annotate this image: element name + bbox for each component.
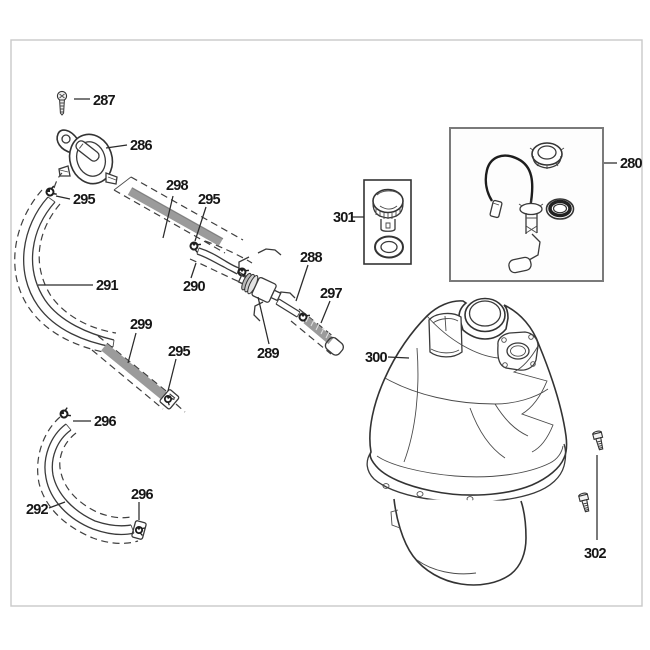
curved-hose-291	[14, 172, 117, 355]
part-label-296-b: 296	[131, 487, 154, 503]
leader-289	[257, 296, 270, 345]
part-label-289: 289	[257, 346, 280, 362]
leader-295-d	[167, 358, 177, 392]
leader-292	[48, 501, 66, 509]
hose-288	[275, 298, 301, 318]
leader-295-b	[194, 206, 207, 242]
fuel-filter-289	[237, 272, 282, 303]
leader-288	[295, 264, 309, 302]
fuel-valve-286	[56, 129, 118, 185]
leader-297	[320, 300, 331, 324]
part-label-295-b: 295	[198, 192, 221, 208]
part-label-298: 298	[166, 178, 189, 194]
part-label-299: 299	[130, 317, 153, 333]
leader-298	[162, 195, 174, 239]
leader-286	[105, 144, 128, 149]
tank-sender-flange	[497, 331, 539, 371]
part-label-287: 287	[93, 93, 116, 109]
screw-287	[56, 90, 68, 116]
part-label-296-a: 296	[94, 414, 117, 430]
clamp-295-b	[187, 239, 202, 254]
part-label-292: 292	[26, 502, 49, 518]
bolt-302-a	[591, 429, 606, 451]
leader-299	[127, 332, 137, 364]
fuel-cap-box-301	[363, 179, 412, 265]
sender-lock-ring	[545, 198, 575, 220]
part-label-297: 297	[320, 286, 343, 302]
fuel-tank-300	[366, 297, 568, 586]
clamp-296-a	[57, 406, 72, 421]
fuel-cap-301	[372, 188, 404, 259]
part-label-286: 286	[130, 138, 153, 154]
clamp-295-a	[44, 184, 58, 199]
part-label-288: 288	[300, 250, 323, 266]
part-label-302: 302	[584, 546, 607, 562]
leader-295-a	[55, 195, 71, 200]
part-label-291: 291	[96, 278, 119, 294]
sender-cap	[529, 142, 565, 169]
sender-unit	[508, 200, 544, 274]
part-label-300: 300	[365, 350, 388, 366]
part-label-290: 290	[183, 279, 206, 295]
shielded-hose-298	[113, 176, 244, 254]
fuel-sender-box-280	[449, 127, 604, 282]
part-label-295-a: 295	[73, 192, 96, 208]
diagram-frame	[10, 39, 643, 607]
sender-wire	[484, 154, 534, 219]
part-label-280: 280	[620, 156, 643, 172]
part-label-301: 301	[333, 210, 356, 226]
leader-300	[387, 356, 410, 359]
leader-290	[190, 262, 197, 279]
bolt-302-b	[577, 491, 592, 513]
part-label-295-d: 295	[168, 344, 191, 360]
curved-hose-292	[37, 416, 147, 544]
tank-pocket	[428, 312, 463, 358]
spring-guard-297	[290, 308, 344, 356]
shielded-hose-299	[91, 335, 186, 413]
